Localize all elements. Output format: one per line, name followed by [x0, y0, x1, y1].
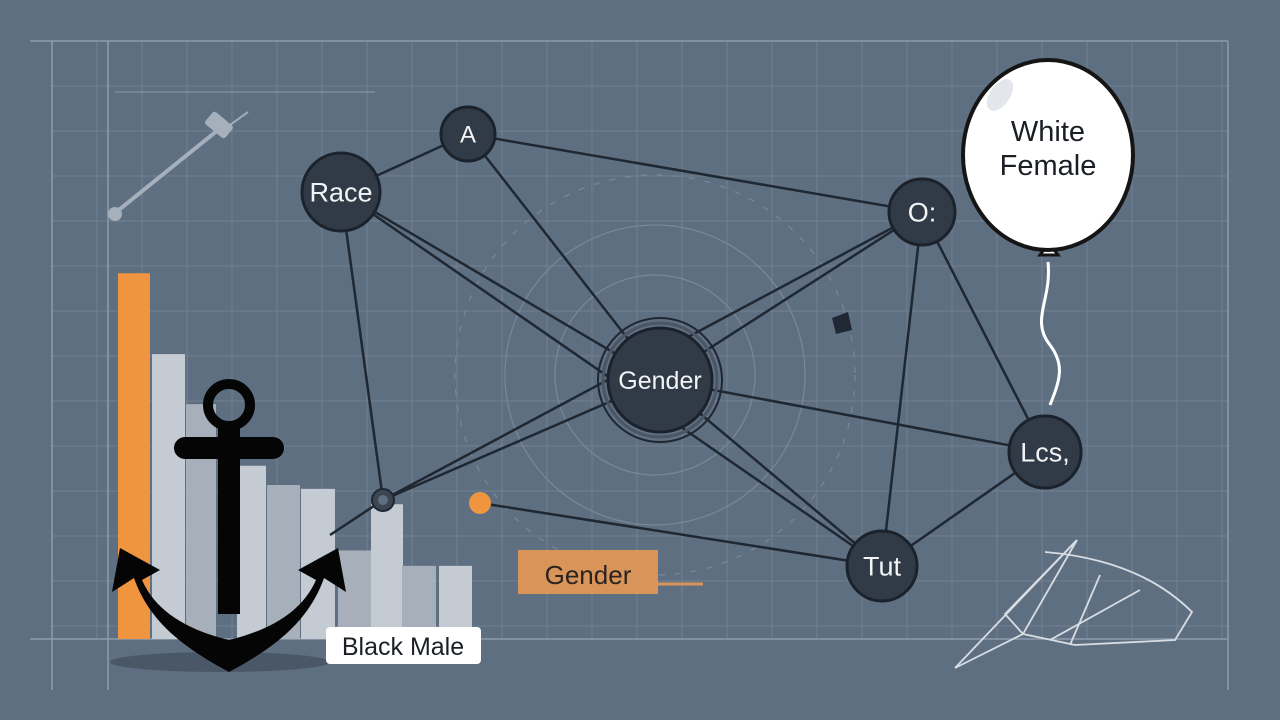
- shard-mark: [832, 312, 852, 334]
- node-label-race: Race: [309, 178, 372, 208]
- node-gender[interactable]: Gender: [597, 317, 723, 443]
- anchor-icon: [112, 379, 346, 672]
- small-ring-node: [371, 488, 395, 512]
- black-male-label: Black Male: [326, 627, 481, 664]
- edge-a-o: [467, 132, 923, 214]
- orange-dot: [469, 492, 491, 514]
- edge-o-lcs: [920, 211, 1047, 453]
- edge-race-small_ring: [339, 191, 385, 501]
- gender-tag-label: Gender: [545, 560, 632, 590]
- balloon-icon: White Female: [961, 58, 1135, 406]
- node-label-tut: Tut: [863, 552, 902, 582]
- bar-3: [237, 465, 266, 639]
- black-male-text: Black Male: [342, 633, 464, 661]
- edge-gender-lcs: [659, 378, 1046, 454]
- node-o[interactable]: O:: [887, 177, 957, 247]
- gender-tag: Gender: [518, 550, 703, 594]
- paper-plane-sketch-icon: [954, 539, 1194, 669]
- node-label-gender: Gender: [618, 367, 701, 395]
- node-lcs[interactable]: Lcs,: [1007, 414, 1083, 490]
- edge-tut-orange_dot: [479, 501, 883, 568]
- bar-8: [402, 565, 436, 639]
- node-label-lcs: Lcs,: [1020, 438, 1070, 468]
- white-female-label-line1: White: [1011, 116, 1085, 148]
- bar-9: [439, 565, 472, 639]
- pin-icon: [108, 111, 249, 221]
- node-tut[interactable]: Tut: [845, 529, 919, 603]
- node-label-o: O:: [908, 198, 937, 228]
- edge-o-tut: [880, 211, 924, 567]
- node-label-a: A: [460, 122, 476, 149]
- background-arcs: [454, 174, 856, 576]
- bar-6: [338, 550, 371, 639]
- white-female-label-line2: Female: [1000, 150, 1097, 182]
- diagram-frame: [30, 40, 1229, 690]
- node-race[interactable]: Race: [300, 151, 382, 233]
- bar-7: [371, 504, 403, 639]
- bar-group: [118, 273, 472, 639]
- node-a[interactable]: A: [439, 105, 497, 163]
- bar-1: [152, 354, 185, 639]
